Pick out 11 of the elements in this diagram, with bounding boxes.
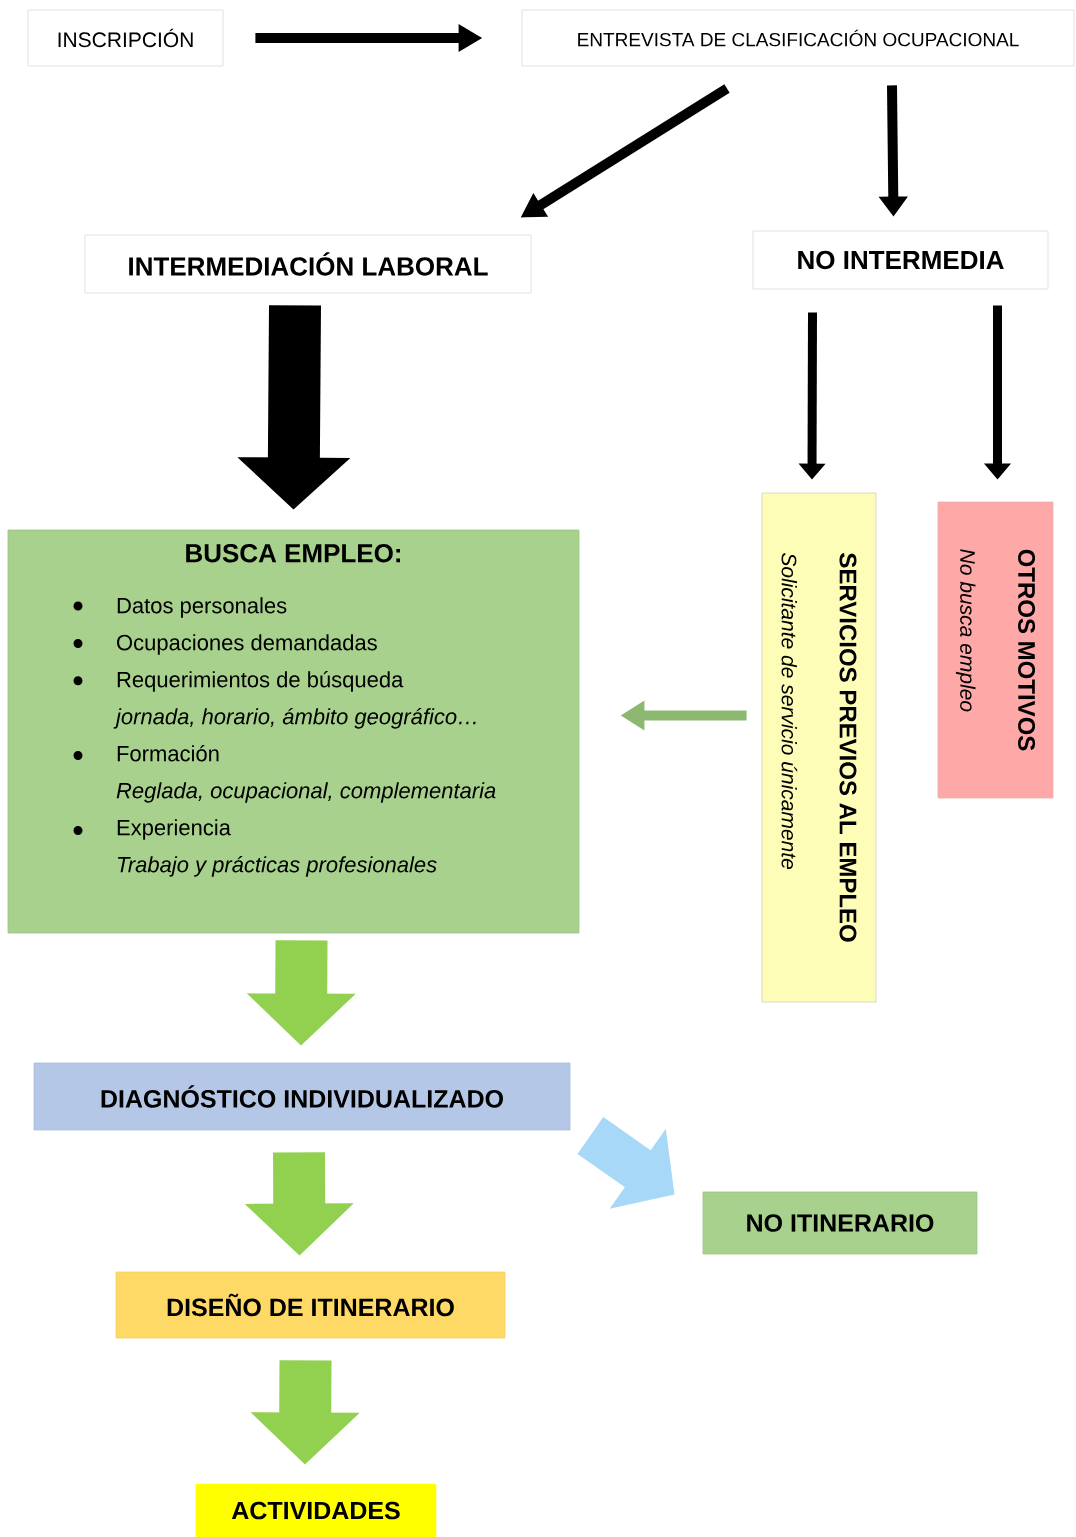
process-box: OTROS MOTIVOS No busca empleo — [937, 501, 1054, 799]
process-box: ENTREVISTA DE CLASIFICACIÓN OCUPACIONAL — [521, 9, 1075, 67]
process-box: SERVICIOS PREVIOS AL EMPLEO Solicitante de servicio únicamente — [761, 492, 877, 1003]
process-box: BUSCA EMPLEO: Datos personales Ocupaciones demandadas Requerimientos de búsqueda jornada, horario, ámbito geográfico… Formación Reglada, ocupacional, complementaria Experiencia Trabajo y prácticas profesionales — [7, 529, 580, 934]
process-box: INTERMEDIACIÓN LABORAL — [84, 234, 532, 294]
process-box: ACTIVIDADES — [195, 1483, 437, 1537]
process-box: INSCRIPCIÓN — [27, 9, 224, 67]
process-box: NO INTERMEDIA — [752, 230, 1049, 290]
process-box: NO ITINERARIO — [702, 1191, 978, 1255]
process-box: DISEÑO DE ITINERARIO — [115, 1271, 506, 1339]
process-box: DIAGNÓSTICO INDIVIDUALIZADO — [33, 1062, 571, 1131]
